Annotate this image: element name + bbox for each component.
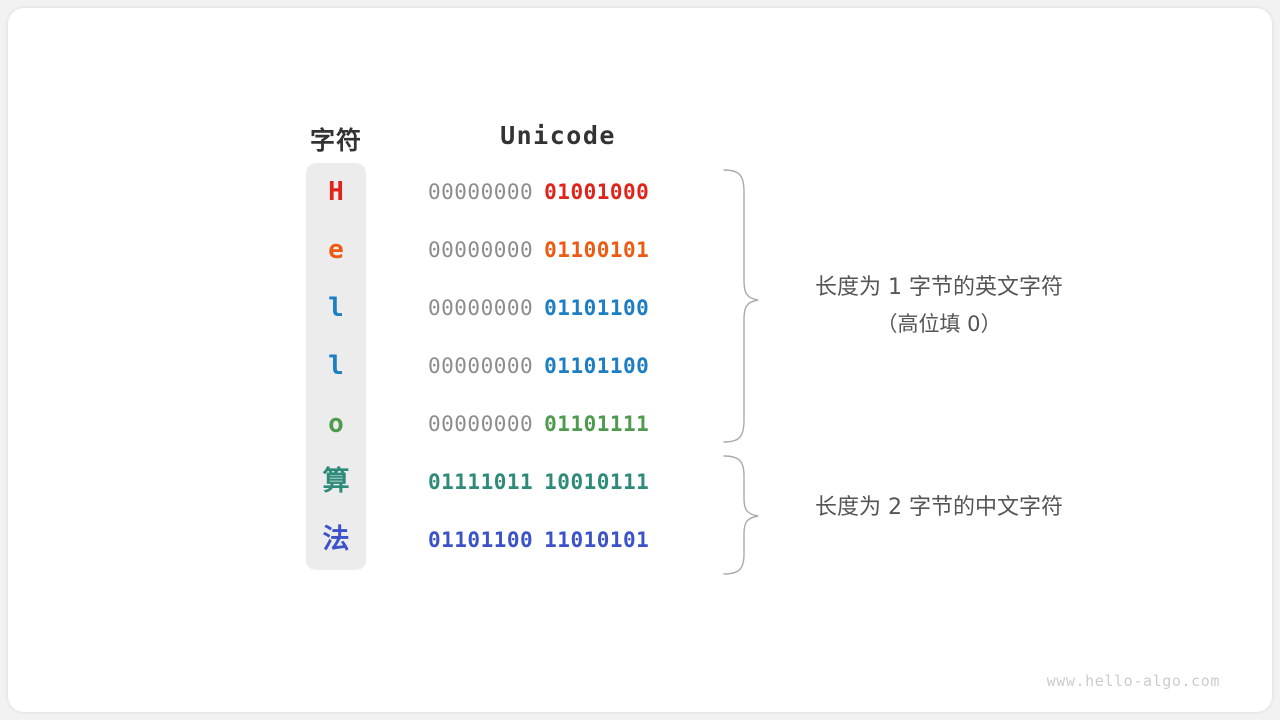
grouping-braces	[723, 169, 759, 575]
binary-high-byte: 00000000	[428, 296, 534, 320]
column-header-character: 字符	[309, 127, 362, 155]
annotation-ascii-line1: 长度为 1 字节的英文字符	[815, 275, 1063, 300]
binary-row: 00000000 01101100	[428, 337, 700, 395]
character-cell: l	[328, 293, 344, 323]
character-cell: 法	[322, 524, 350, 555]
brace-cjk	[723, 455, 759, 575]
binary-row: 00000000 01001000	[428, 163, 700, 221]
binary-low-byte: 01101100	[544, 354, 650, 378]
annotation-cjk-line1: 长度为 2 字节的中文字符	[815, 495, 1063, 520]
binary-low-byte: 10010111	[544, 470, 650, 494]
binary-high-byte: 00000000	[428, 412, 534, 436]
binary-row: 01111011 10010111	[428, 453, 700, 511]
binary-high-byte: 00000000	[428, 180, 534, 204]
brace-ascii	[723, 169, 759, 443]
binary-high-byte: 01101100	[428, 528, 534, 552]
binary-low-byte: 01101100	[544, 296, 650, 320]
annotation-ascii: 长度为 1 字节的英文字符 （高位填 0）	[744, 270, 1134, 342]
watermark-url: www.hello-algo.com	[1046, 672, 1220, 690]
binary-row: 00000000 01100101	[428, 221, 700, 279]
binary-high-byte: 00000000	[428, 354, 534, 378]
binary-low-byte: 01100101	[544, 238, 650, 262]
annotation-cjk: 长度为 2 字节的中文字符	[744, 490, 1134, 526]
character-cell: H	[328, 177, 344, 207]
binary-row: 00000000 01101111	[428, 395, 700, 453]
character-cell: 算	[322, 466, 350, 497]
binary-row: 01101100 11010101	[428, 511, 700, 569]
binary-high-byte: 00000000	[428, 238, 534, 262]
binary-high-byte: 01111011	[428, 470, 534, 494]
column-header-unicode: Unicode	[500, 121, 616, 150]
binary-low-byte: 01101111	[544, 412, 650, 436]
character-cell: l	[328, 351, 344, 381]
character-column	[306, 163, 366, 570]
binary-row: 00000000 01101100	[428, 279, 700, 337]
character-cell: e	[328, 235, 344, 265]
annotation-ascii-line2: （高位填 0）	[876, 312, 1002, 336]
binary-low-byte: 11010101	[544, 528, 650, 552]
character-cell: o	[328, 409, 344, 439]
binary-low-byte: 01001000	[544, 180, 650, 204]
